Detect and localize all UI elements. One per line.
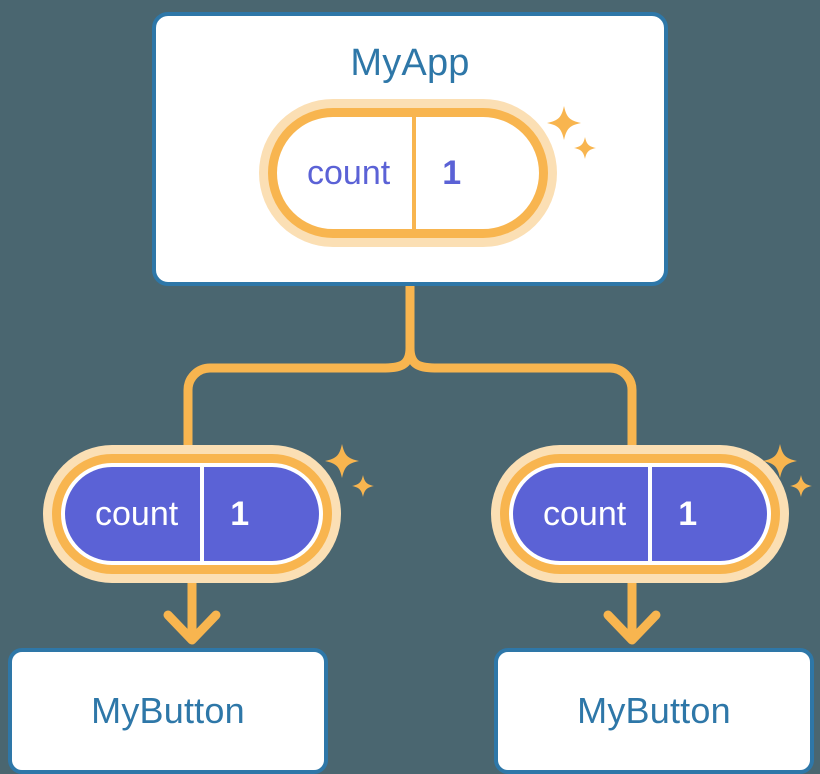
state-pill-key: count xyxy=(95,495,179,533)
state-pill-branch-left[interactable]: count 1 xyxy=(52,454,332,574)
state-pill-body: count 1 xyxy=(500,454,780,574)
sparkle-small-icon xyxy=(790,475,812,497)
mybutton-card-right[interactable]: MyButton xyxy=(494,648,814,774)
mybutton-card-title: MyButton xyxy=(577,690,731,731)
arrow-down-icon-left xyxy=(163,610,221,645)
state-pill-value: 1 xyxy=(200,467,281,561)
state-pill-value: 1 xyxy=(648,467,729,561)
myapp-card-title: MyApp xyxy=(350,42,470,84)
state-pill-branch-right[interactable]: count 1 xyxy=(500,454,780,574)
state-pill-body: count 1 xyxy=(52,454,332,574)
state-pill-body: count 1 xyxy=(268,108,548,238)
mybutton-card-left[interactable]: MyButton xyxy=(8,648,328,774)
state-pill-key: count xyxy=(307,154,391,192)
arrow-down-icon-right xyxy=(603,610,661,645)
connector-branch-left xyxy=(183,343,415,475)
sparkle-small-icon xyxy=(352,475,374,497)
state-pill-key: count xyxy=(543,495,627,533)
state-pill-value: 1 xyxy=(412,117,493,229)
mybutton-card-title: MyButton xyxy=(91,690,245,731)
connector-branch-right xyxy=(405,343,637,475)
state-pill-root[interactable]: count 1 xyxy=(268,108,548,238)
